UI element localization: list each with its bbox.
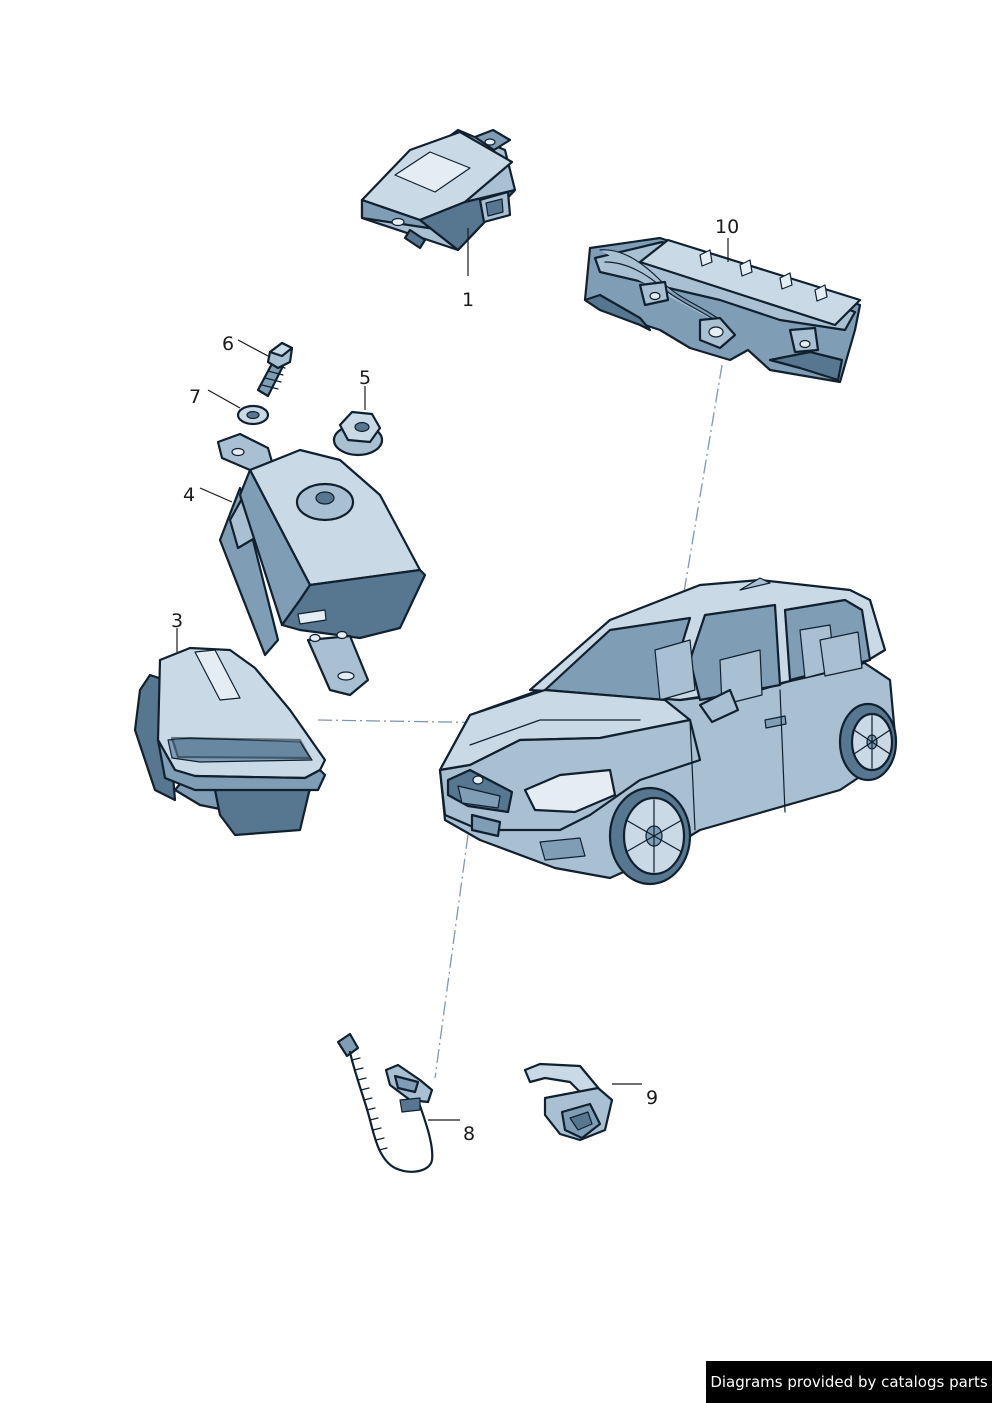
callout-labels: 1 10 6 7 5 4 3 8 9 (171, 216, 739, 1145)
part-10-fuse-carrier (583, 236, 862, 384)
part-1-control-unit (360, 128, 517, 252)
callout-leaders (176, 228, 729, 1121)
part-5-nut (332, 410, 384, 457)
car-illustration (438, 577, 898, 886)
callout-5: 5 (359, 367, 371, 389)
callout-6: 6 (222, 333, 234, 355)
callout-1: 1 (462, 289, 474, 311)
part-6-bolt (256, 341, 294, 398)
callout-10: 10 (715, 216, 739, 238)
callout-7: 7 (189, 386, 201, 408)
reference-line-8 (434, 834, 469, 1079)
part-4-module-bracket (216, 432, 427, 697)
callout-3: 3 (171, 610, 183, 632)
callout-9: 9 (646, 1087, 658, 1109)
part-8-sensor-lead (336, 1032, 434, 1173)
callout-4: 4 (183, 484, 195, 506)
part-3-horn (133, 646, 327, 837)
reference-line-10 (675, 364, 723, 641)
part-9-holder (523, 1062, 614, 1142)
part-7-washer (236, 404, 270, 426)
callout-8: 8 (463, 1123, 475, 1145)
credit-banner: Diagrams provided by catalogs parts (706, 1361, 992, 1403)
